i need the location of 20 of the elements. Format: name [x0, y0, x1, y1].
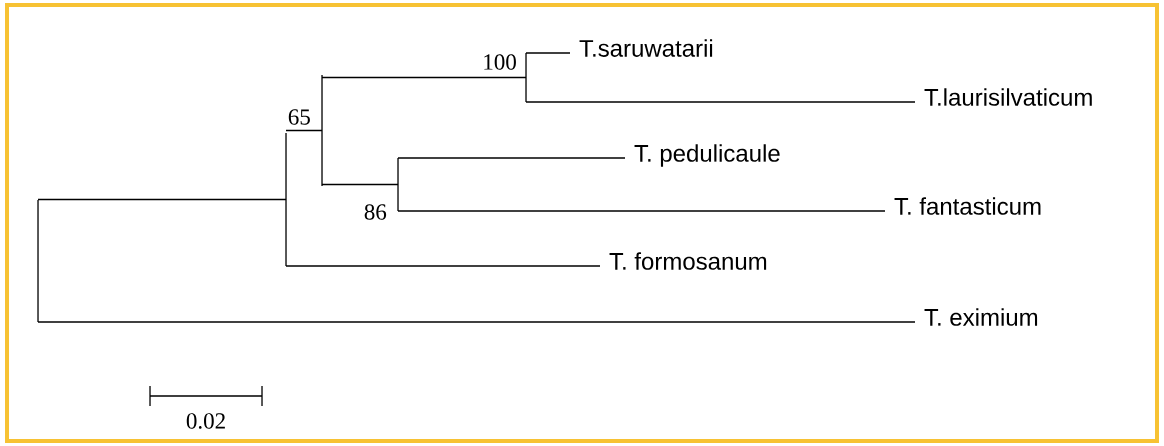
species-label: T.laurisilvaticum	[924, 88, 1092, 106]
tree-branch	[397, 210, 886, 212]
tree-branch	[525, 52, 571, 54]
bootstrap-value: 86	[364, 204, 387, 220]
tree-branch	[321, 183, 399, 186]
tree-branch	[285, 129, 323, 132]
tree-branch	[37, 198, 287, 201]
tree-branch	[525, 101, 916, 103]
species-label: T. fantasticum	[894, 197, 1041, 215]
tree-branch	[37, 321, 916, 323]
bootstrap-value: 65	[288, 109, 310, 125]
species-label: T. pedulicaule	[634, 144, 780, 167]
species-label: T. eximium	[924, 308, 1038, 326]
tree-branch	[397, 157, 626, 159]
bootstrap-value: 100	[484, 54, 516, 70]
species-label: T. formosanum	[609, 252, 767, 270]
tree-branch	[285, 265, 601, 267]
scale-label: 0.02	[186, 413, 225, 429]
species-label: T.saruwatarii	[579, 39, 713, 57]
tree-branch	[321, 76, 527, 79]
